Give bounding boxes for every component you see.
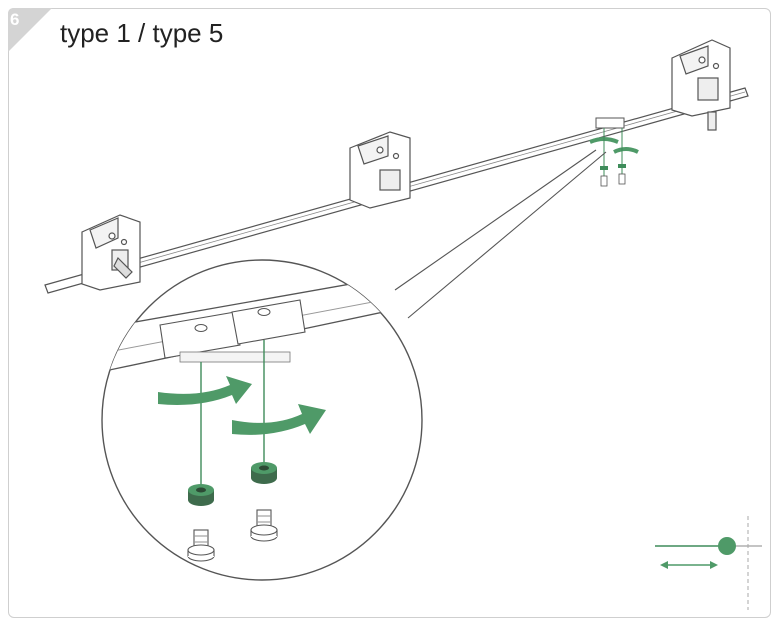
bracket-left [81, 214, 141, 291]
diagram-title: type 1 / type 5 [60, 18, 224, 48]
step-tab [8, 8, 52, 52]
horizontal-adjust-icon [655, 516, 762, 610]
joint-detail-small [589, 117, 639, 187]
washer-icon [188, 484, 214, 506]
screw-icon [187, 529, 215, 562]
washer-icon [251, 462, 277, 484]
screw-icon [250, 509, 278, 542]
curved-arrow-icon [158, 376, 252, 405]
bracket-middle [349, 131, 411, 209]
curved-arrow-icon [232, 404, 326, 435]
step-number: 6 [10, 10, 20, 29]
bracket-right [671, 39, 731, 131]
zoom-circle [101, 259, 423, 581]
